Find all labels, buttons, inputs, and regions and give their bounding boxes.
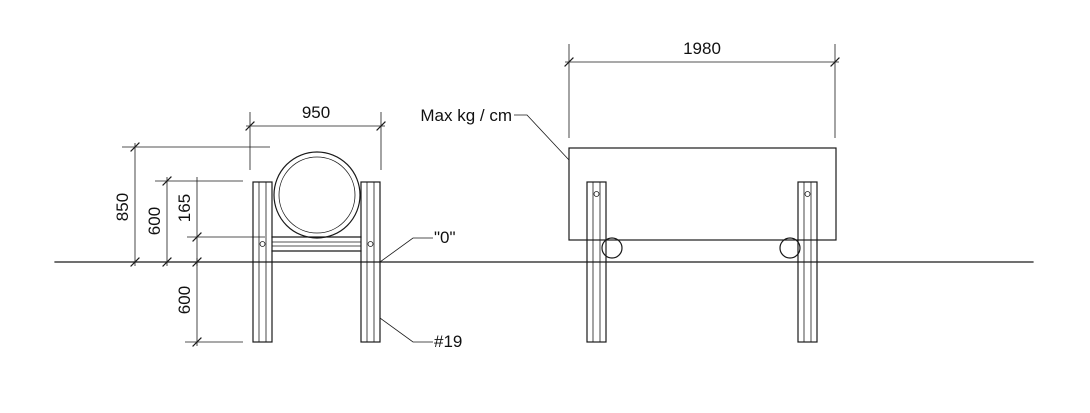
left-post — [252, 181, 273, 343]
dimension-width-left: 950 — [245, 103, 386, 170]
dimension-height-total: 850 — [113, 142, 270, 267]
dimension-depth-label: 600 — [175, 286, 194, 314]
load-block — [568, 147, 837, 241]
dimension-height-upper: 600 — [145, 176, 243, 267]
pipe-outer — [273, 151, 361, 239]
roller-left — [601, 237, 623, 259]
load-callout: Max kg / cm — [420, 106, 570, 161]
load-label: Max kg / cm — [420, 106, 512, 125]
ground-level-callout: "0" — [379, 228, 456, 263]
pipe-inner — [278, 156, 356, 234]
dimension-depth: 600 — [175, 258, 243, 347]
bolt-left — [259, 241, 266, 247]
dimension-width-left-label: 950 — [302, 103, 330, 122]
dimension-width-right: 1980 — [564, 39, 840, 138]
ground-level-label: "0" — [434, 228, 456, 247]
right-leg — [797, 181, 818, 343]
dimension-gap-label: 165 — [175, 194, 194, 222]
cross-beam — [271, 236, 362, 252]
dimension-width-right-label: 1980 — [683, 39, 721, 58]
post-ref-label: #19 — [434, 332, 462, 351]
left-leg — [586, 181, 607, 343]
right-support-view: 1980 Max kg / cm — [420, 39, 840, 343]
dimension-gap: 165 — [175, 177, 265, 267]
bolt-right — [367, 241, 374, 247]
roller-right — [779, 237, 801, 259]
dimension-height-total-label: 850 — [113, 193, 132, 221]
left-support-view: 950 850 600 165 — [113, 103, 462, 351]
dimension-height-upper-label: 600 — [145, 207, 164, 235]
post-ref-callout: #19 — [379, 317, 462, 351]
